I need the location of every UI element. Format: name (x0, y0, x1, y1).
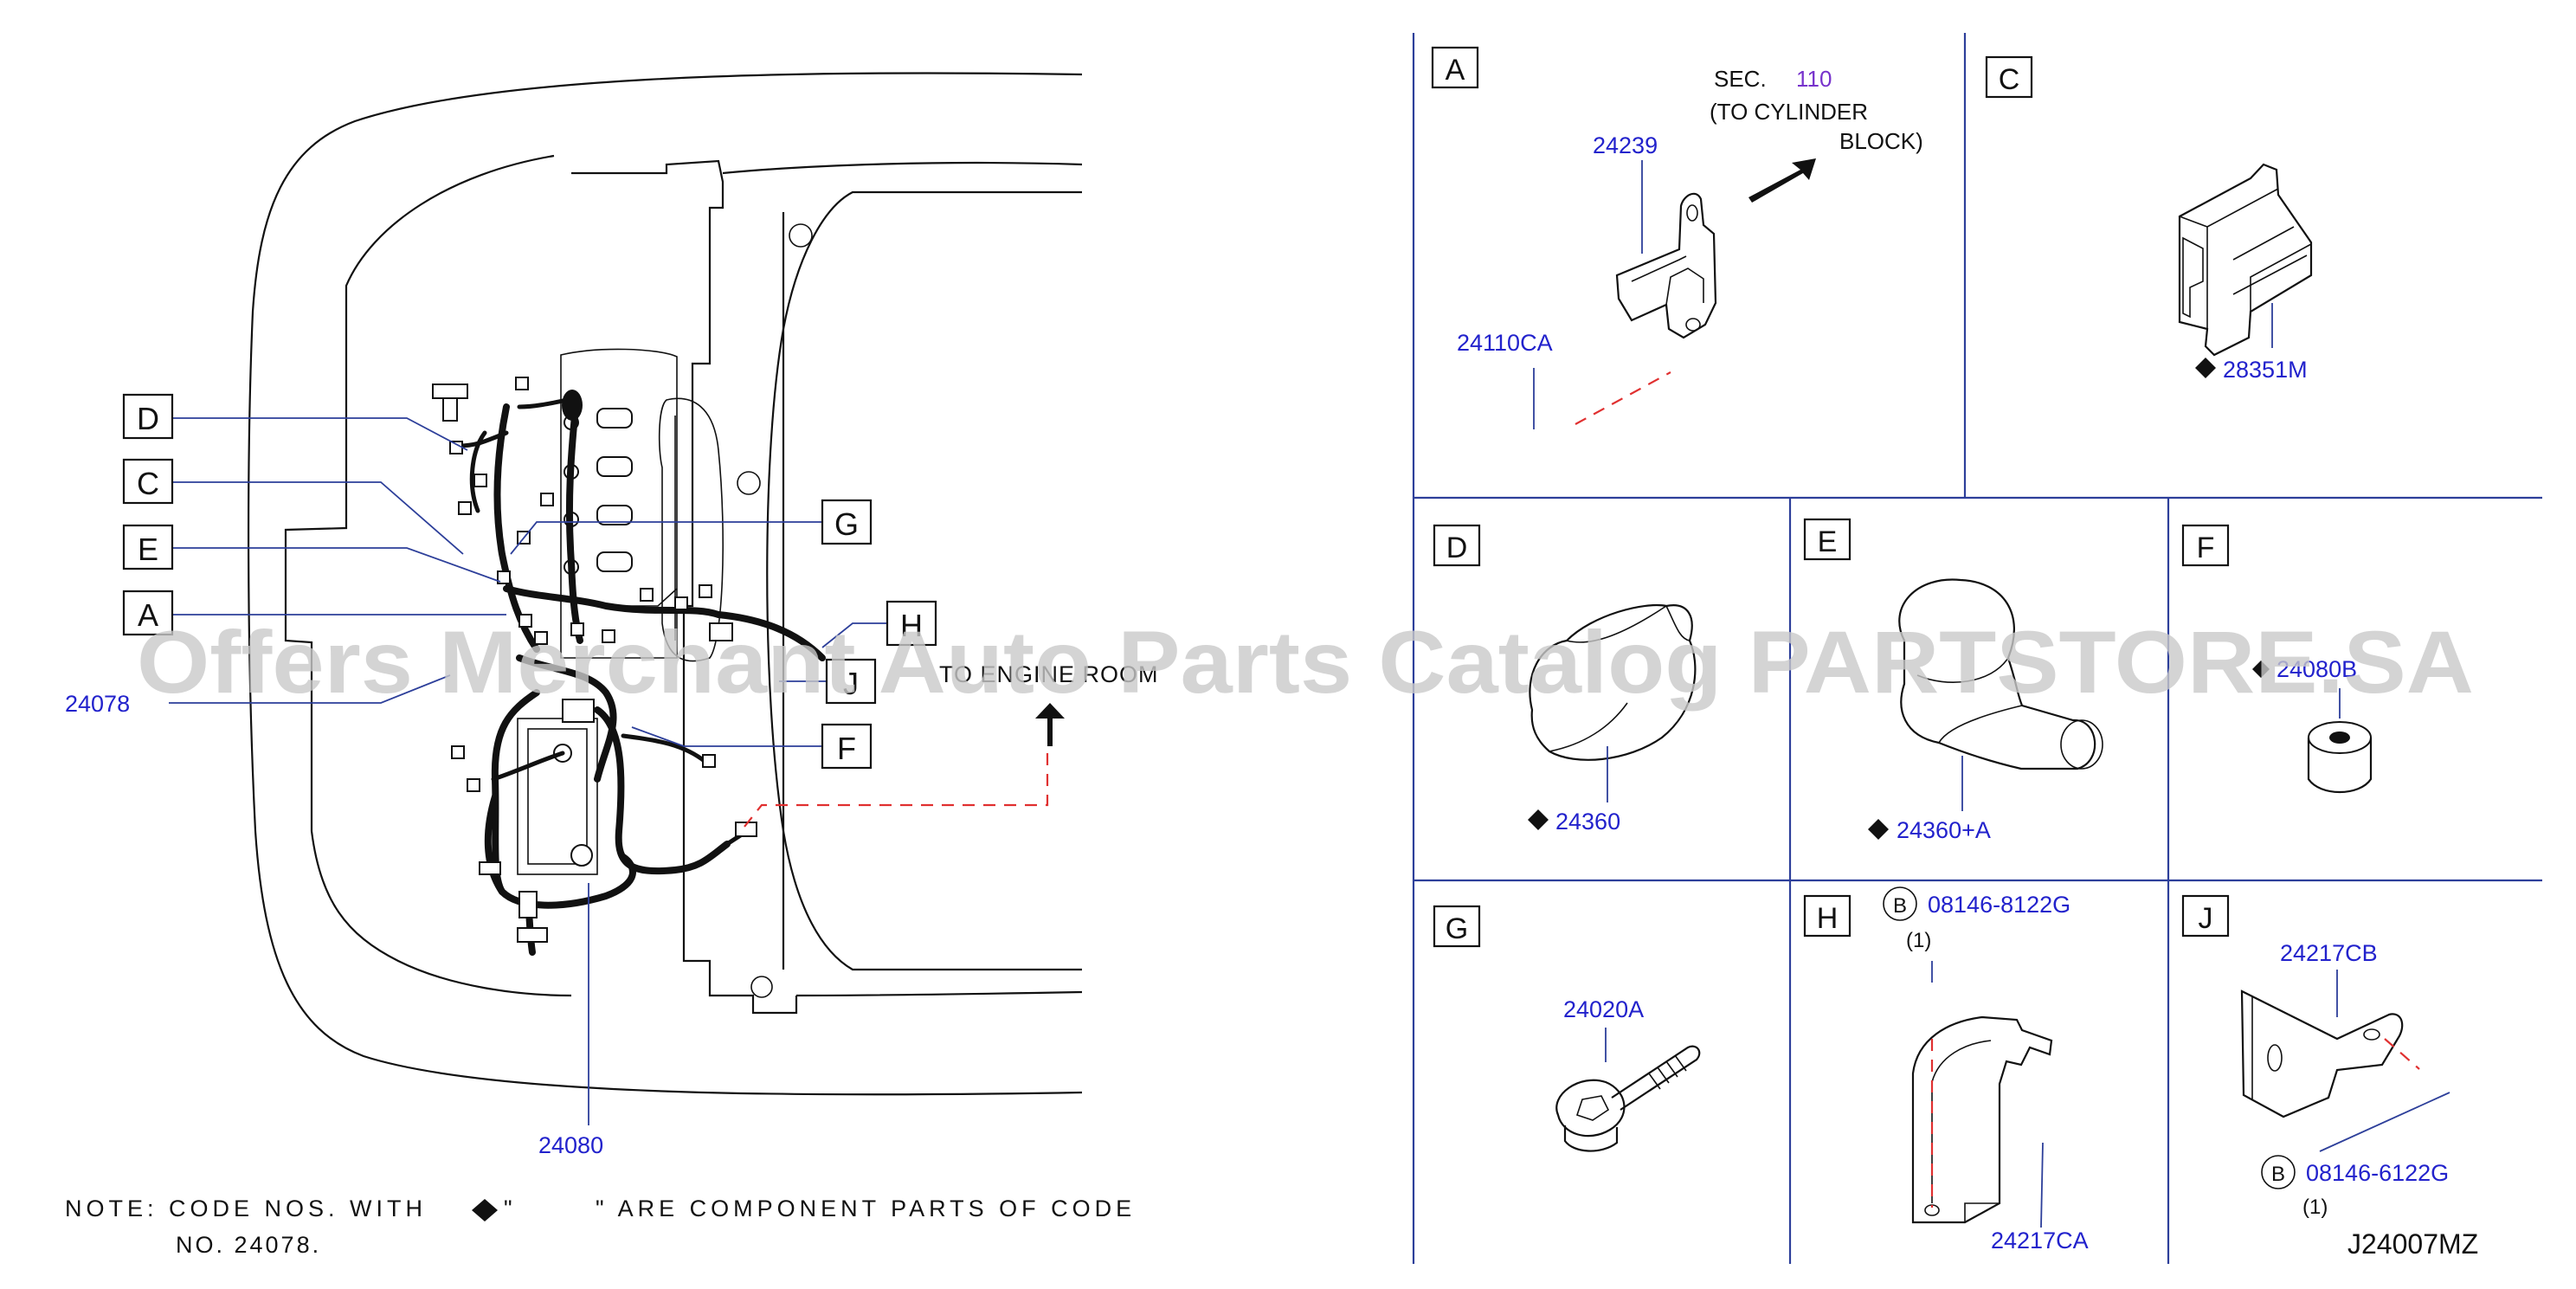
panel-a-letter: A (1446, 54, 1465, 87)
part-number-24360a[interactable]: 24360+A (1897, 817, 1991, 843)
panel-e: E 24360+A (1803, 518, 2103, 843)
note-line2: NO. 24078. (176, 1232, 321, 1258)
sec-number-110[interactable]: 110 (1796, 66, 1832, 92)
panel-d: D 24360 (1433, 524, 1697, 835)
callout-a: A (138, 597, 158, 633)
callout-h: H (900, 608, 923, 643)
part-number-24020a[interactable]: 24020A (1563, 996, 1644, 1022)
note: NOTE: CODE NOS. WITH " " ARE COMPONENT P… (65, 1196, 1136, 1258)
part-number-24110ca[interactable]: 24110CA (1457, 330, 1553, 356)
main-harness (456, 390, 826, 956)
bracket-24239-drawing (1615, 192, 1717, 339)
bracket-24217cb-drawing (2240, 989, 2404, 1118)
bolt-qty: (1) (1906, 929, 1931, 952)
panel-j: J 24217CB B 08146-6122G (1) (2181, 894, 2450, 1219)
callout-j: J (843, 666, 859, 701)
part-number-24239[interactable]: 24239 (1593, 132, 1658, 158)
vehicle-overview: D C E A G H J F 24078 24080 TO ENGINE RO… (65, 72, 1159, 1158)
panel-j-letter: J (2199, 902, 2213, 935)
to-engine-room-label: TO ENGINE ROOM (939, 661, 1159, 687)
panel-e-letter: E (1818, 525, 1838, 558)
diamond-icon (1528, 809, 1549, 830)
up-arrow-icon (1035, 703, 1065, 746)
note-line1-end: " ARE COMPONENT PARTS OF CODE (596, 1196, 1136, 1221)
part-number-24080b[interactable]: 24080B (2277, 656, 2357, 682)
part-number-08146-8122g[interactable]: 08146-8122G (1928, 892, 2070, 918)
panel-h: H B 08146-8122G (1) 24217CA (1803, 886, 2089, 1254)
callout-e: E (138, 532, 158, 567)
bolt-code-b-j: B (2271, 1163, 2285, 1186)
sec-block: BLOCK) (1839, 128, 1923, 154)
panel-g: G 24020A (1433, 905, 1701, 1152)
svg-text:": " (504, 1196, 512, 1221)
connector-28351m-drawing (2178, 163, 2313, 357)
diagram-code: J24007MZ (2347, 1228, 2478, 1260)
panel-a: A SEC. 110 (TO CYLINDER BLOCK) 24239 241… (1431, 46, 1923, 429)
panel-c-letter: C (1999, 63, 2020, 96)
harness-connectors (432, 377, 757, 943)
panel-f: F 24080B (2181, 524, 2373, 794)
callout-d: D (137, 401, 159, 436)
overview-leaders (169, 417, 892, 1125)
battery-outline (517, 718, 598, 875)
bolt-qty-j: (1) (2302, 1196, 2328, 1219)
note-line1-start: NOTE: CODE NOS. WITH (65, 1196, 427, 1221)
panel-grid (1412, 33, 2542, 1264)
diamond-icon (1868, 819, 1889, 840)
callout-g: G (834, 506, 859, 542)
panel-g-letter: G (1446, 912, 1468, 945)
part-number-08146-6122g[interactable]: 08146-6122G (2306, 1160, 2449, 1186)
direction-arrow-icon (1748, 158, 1816, 203)
boot-24360a-drawing (1898, 578, 2103, 770)
grommet-24080b-drawing (2307, 721, 2373, 794)
part-number-28351m[interactable]: 28351M (2223, 357, 2308, 383)
watermark: Offers Merchant Auto Parts Catalog PARTS… (137, 613, 2474, 712)
callout-f: F (837, 731, 856, 766)
part-number-24360[interactable]: 24360 (1555, 809, 1620, 835)
overview-callouts: D C E A G H J F (122, 393, 937, 770)
bolt-code-b: B (1893, 894, 1907, 918)
bracket-24217ca-drawing (1911, 1015, 2053, 1224)
bolt-24020a-drawing (1555, 1045, 1701, 1152)
part-number-24217cb[interactable]: 24217CB (2280, 940, 2378, 966)
diamond-icon (472, 1199, 498, 1221)
panel-f-letter: F (2197, 532, 2215, 564)
panel-c: C 28351M (1985, 55, 2313, 383)
sec-to-cylinder: (TO CYLINDER (1710, 99, 1868, 125)
sec-label: SEC. (1714, 66, 1767, 92)
diamond-icon (2252, 661, 2270, 678)
cap-24360-drawing (1529, 604, 1697, 761)
callout-c: C (137, 466, 159, 501)
panel-d-letter: D (1446, 532, 1468, 564)
panel-h-letter: H (1817, 902, 1839, 935)
diamond-icon (2195, 358, 2216, 378)
part-number-24078[interactable]: 24078 (65, 691, 130, 717)
part-number-24217ca[interactable]: 24217CA (1991, 1228, 2089, 1254)
part-number-24080[interactable]: 24080 (538, 1132, 603, 1158)
